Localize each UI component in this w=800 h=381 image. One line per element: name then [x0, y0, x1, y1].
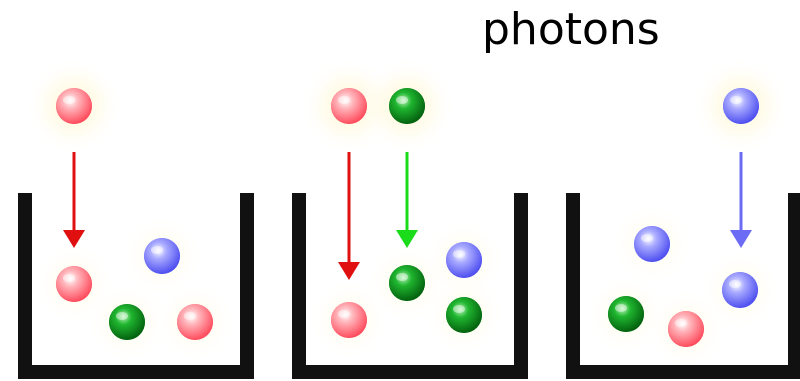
bucket-photon-green [608, 296, 644, 332]
incoming-photon-blue-highlight [730, 96, 742, 104]
arrow-green [396, 152, 418, 248]
incoming-photon-green [389, 88, 425, 124]
bucket-3-right-wall [788, 193, 800, 379]
bucket-photon-green-shade [109, 304, 145, 340]
incoming-photon-red-shade [331, 88, 367, 124]
incoming-photon-red [331, 88, 367, 124]
bucket-photon-blue-shade [722, 272, 758, 308]
bucket-3 [566, 193, 800, 379]
incoming-photon-green-highlight [396, 96, 408, 104]
bucket-photon-red-shade [668, 311, 704, 347]
bucket-photon-green-shade [608, 296, 644, 332]
bucket-photon-blue [722, 272, 758, 308]
bucket-photon-red-shade [177, 304, 213, 340]
incoming-photon-red-shade [56, 88, 92, 124]
incoming-photon-red-highlight [338, 96, 350, 104]
bucket-2-right-wall [514, 193, 528, 379]
bucket-photon-blue-shade [446, 242, 482, 278]
arrow-red-head [63, 230, 85, 248]
bucket-photon-blue-highlight [151, 246, 163, 254]
bucket-2-left-wall [292, 193, 306, 379]
bucket-photon-red-highlight [338, 310, 350, 318]
bucket-3-left-wall [566, 193, 580, 379]
incoming-photon-blue [723, 88, 759, 124]
bucket-photon-green-highlight [396, 273, 408, 281]
bucket-2-floor [292, 365, 528, 379]
arrow-green-head [396, 230, 418, 248]
incoming-photon-green-shade [389, 88, 425, 124]
bucket-photon-blue-highlight [729, 280, 741, 288]
bucket-photon-red-shade [56, 266, 92, 302]
bucket-photon-blue [446, 242, 482, 278]
bucket-photon-red [177, 304, 213, 340]
bucket-photon-green-highlight [453, 305, 465, 313]
bucket-photon-green-highlight [615, 304, 627, 312]
bucket-photon-blue-shade [144, 238, 180, 274]
bucket-1-floor [18, 365, 254, 379]
bucket-photon-green-highlight [116, 312, 128, 320]
bucket-3-floor [566, 365, 800, 379]
bucket-photon-red-highlight [63, 274, 75, 282]
bucket-1-right-wall [240, 193, 254, 379]
bucket-photon-green [109, 304, 145, 340]
bucket-2 [292, 193, 528, 379]
bucket-photon-red-shade [331, 302, 367, 338]
arrow-red [63, 152, 85, 248]
incoming-photon-red-highlight [63, 96, 75, 104]
bucket-photon-red-highlight [675, 319, 687, 327]
bucket-1-left-wall [18, 193, 32, 379]
bucket-photon-green-shade [446, 297, 482, 333]
bucket-photon-blue-highlight [453, 250, 465, 258]
bucket-photon-green-shade [389, 265, 425, 301]
incoming-photon-red [56, 88, 92, 124]
bucket-photon-red [331, 302, 367, 338]
incoming-photon-blue-shade [723, 88, 759, 124]
diagram-title: photons [482, 4, 660, 55]
bucket-photon-green [389, 265, 425, 301]
bucket-photon-red-highlight [184, 312, 196, 320]
arrow-blue [730, 152, 752, 248]
bucket-photon-blue [634, 226, 670, 262]
arrow-red [338, 152, 360, 280]
bucket-photon-blue-highlight [641, 234, 653, 242]
arrow-blue-head [730, 230, 752, 248]
bucket-photon-blue-shade [634, 226, 670, 262]
bucket-photon-blue [144, 238, 180, 274]
bucket-1 [18, 193, 254, 379]
bucket-photon-green [446, 297, 482, 333]
bucket-photon-red [668, 311, 704, 347]
arrow-red-head [338, 262, 360, 280]
bucket-photon-red [56, 266, 92, 302]
